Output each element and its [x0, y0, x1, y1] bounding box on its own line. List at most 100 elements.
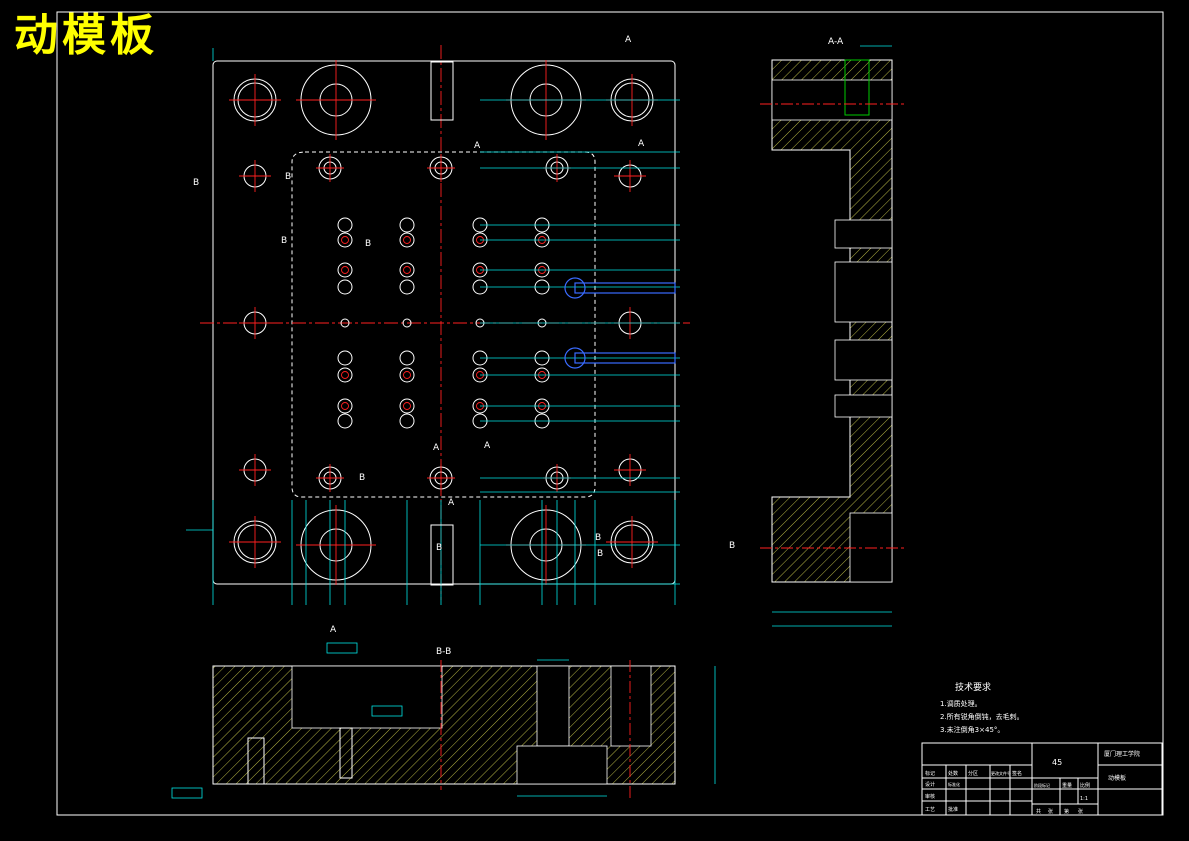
ejector-hole: [337, 413, 353, 429]
section-marker-b-slot: B: [436, 543, 442, 553]
ejector-hole: [399, 279, 415, 295]
ejector-hole-core: [403, 236, 411, 244]
ejector-hole: [399, 350, 415, 366]
ejector-hole: [399, 413, 415, 429]
title-block: 45 厦门理工学院 动模板 标记 处数 分区 更改文件号 签名 设计 标准化 审…: [921, 742, 1163, 816]
title-block-cell-weight: 重量: [1062, 782, 1072, 789]
section-marker-a-low-right: A: [484, 441, 491, 451]
section-marker-b-far: B: [729, 541, 735, 551]
ejector-hole-core: [341, 402, 349, 410]
hole-pattern: [229, 60, 658, 585]
return-pin-center: [239, 454, 271, 486]
section-aa-port-2: [834, 261, 893, 323]
side-channel-upper: [574, 282, 676, 294]
drawing-title: 动模板: [14, 10, 158, 61]
ejector-hole: [399, 262, 415, 278]
title-block-cell-zone: 分区: [968, 770, 978, 777]
title-block-cell-change: 更改文件号: [991, 770, 1011, 776]
ejector-hole: [337, 232, 353, 248]
title-block-part-name: 动模板: [1108, 774, 1126, 782]
drawing-frame: [56, 11, 1164, 816]
section-bb-label: B-B: [436, 647, 451, 657]
section-bb-counterbore: [516, 745, 608, 785]
plate-outline: [212, 60, 676, 585]
section-aa-step: [849, 512, 893, 583]
ejector-hole: [340, 318, 350, 328]
section-bb-view: B-B: [171, 642, 716, 800]
tech-requirement-2: 2.所有锐角倒钝，去毛刺。: [940, 712, 1024, 721]
title-block-cell-review: 审核: [925, 793, 935, 800]
ejector-hole: [399, 398, 415, 414]
section-marker-b-row: B: [285, 172, 291, 182]
title-block-cell-total: 共: [1036, 808, 1041, 815]
channel-port-lower: [564, 347, 586, 369]
ejector-hole: [337, 350, 353, 366]
ejector-hole-core: [341, 371, 349, 379]
title-block-material: 45: [1052, 758, 1062, 767]
guide-hole-center: [229, 74, 281, 126]
ejector-hole: [337, 279, 353, 295]
top-slot: [430, 61, 454, 121]
tech-requirements: 技术要求 1.调质处理。 2.所有锐角倒钝，去毛刺。 3.未注倒角3×45°。: [940, 681, 1024, 734]
ejector-hole: [399, 367, 415, 383]
title-block-cell-sheet: 第: [1064, 808, 1069, 815]
side-channel-lower: [574, 352, 676, 364]
section-bb-pin: [247, 737, 265, 785]
section-marker-b-left: B: [193, 178, 199, 188]
guide-hole-center: [229, 516, 281, 568]
cavity-outline: [291, 151, 596, 498]
return-pin-center: [614, 454, 646, 486]
title-block-frame: [921, 742, 1163, 816]
section-marker-a-right: A: [638, 139, 645, 149]
screw-center: [316, 464, 344, 492]
section-marker-a-bottom: A: [448, 498, 455, 508]
tech-requirements-heading: 技术要求: [955, 681, 991, 693]
ejector-hole: [402, 318, 412, 328]
section-aa-label: A-A: [828, 37, 844, 47]
section-marker-b-right-2: B: [597, 549, 603, 559]
tech-requirement-1: 1.调质处理。: [940, 699, 982, 708]
section-aa-port-4: [834, 394, 893, 418]
title-block-scale-value: 1:1: [1080, 796, 1088, 802]
tolerance-frame-3: [171, 787, 203, 799]
ejector-hole: [399, 217, 415, 233]
title-block-cell-sheet-unit: 张: [1078, 808, 1083, 815]
title-block-company: 厦门理工学院: [1104, 750, 1140, 758]
section-bb-cavity: [291, 665, 443, 729]
ejector-hole-core: [341, 266, 349, 274]
ejector-hole: [337, 367, 353, 383]
title-block-cell-mark: 标记: [925, 770, 935, 777]
ejector-hole-core: [403, 371, 411, 379]
section-marker-a-top: A: [625, 35, 632, 45]
title-block-cell-standard: 标准化: [948, 781, 960, 787]
section-marker-b-lower: B: [359, 473, 365, 483]
return-pin-center: [614, 160, 646, 192]
section-marker-a-low: A: [433, 443, 440, 453]
section-bb-bore-2: [610, 665, 652, 747]
plan-view: [186, 45, 690, 605]
section-marker-b-mid: B: [281, 236, 287, 246]
bushing-center: [296, 505, 376, 585]
tolerance-frame-2: [371, 705, 403, 717]
tech-requirement-3: 3.未注倒角3×45°。: [940, 725, 1004, 734]
ejector-hole: [337, 217, 353, 233]
section-marker-b-hole: B: [365, 239, 371, 249]
ejector-hole: [399, 232, 415, 248]
section-aa-view: A-A: [760, 37, 905, 627]
bushing-center: [296, 60, 376, 140]
title-block-cell-count: 处数: [948, 770, 958, 777]
screw-center: [427, 154, 455, 182]
ejector-hole-core: [341, 236, 349, 244]
section-aa-insert: [844, 59, 870, 116]
section-aa-port-1: [834, 219, 893, 249]
section-bb-bore-1: [536, 665, 570, 747]
section-bb-channel: [339, 727, 353, 779]
ejector-hole-core: [403, 266, 411, 274]
ejector-hole: [337, 262, 353, 278]
return-pin-center: [239, 307, 271, 339]
tolerance-frame-1: [326, 642, 358, 654]
screw-center: [427, 464, 455, 492]
section-marker-a-view: A: [330, 625, 337, 635]
title-block-cell-sheets: 张: [1048, 808, 1053, 815]
